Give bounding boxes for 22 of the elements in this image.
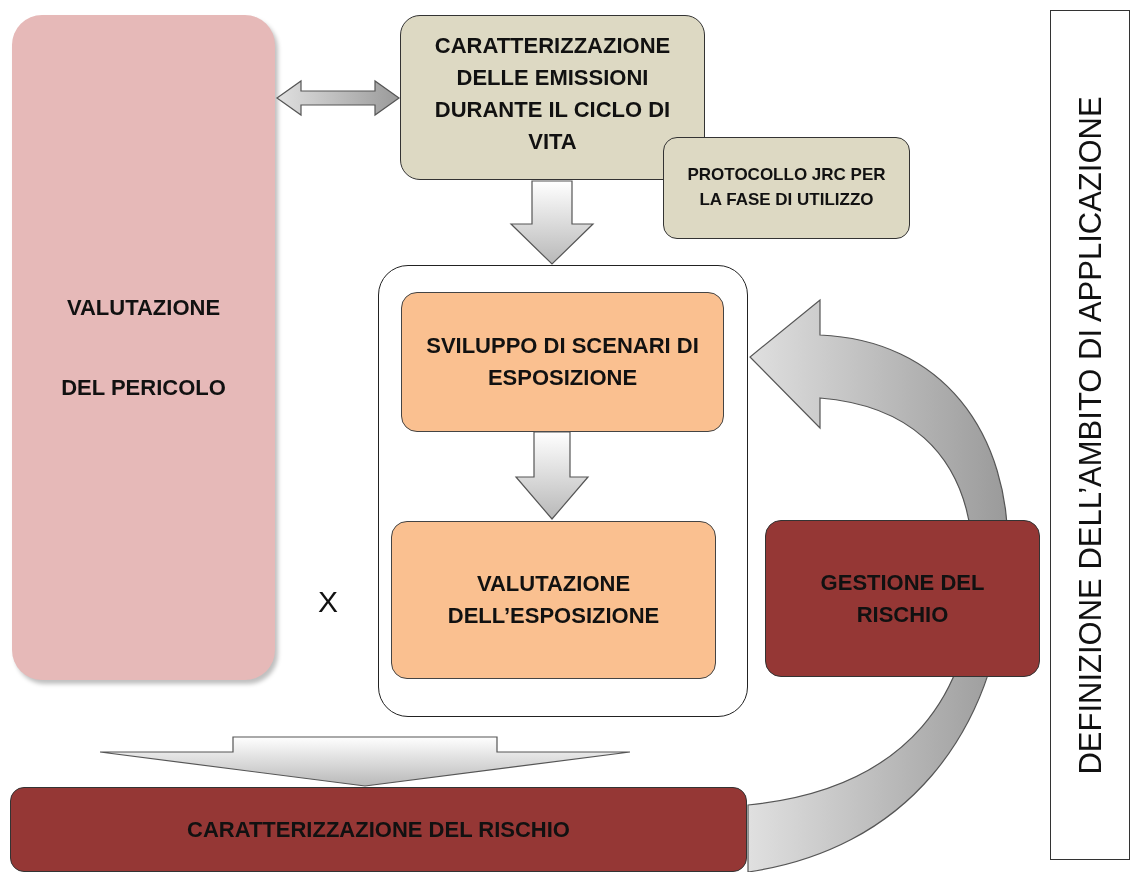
- process-box: [663, 137, 910, 239]
- block-arrow: [99, 736, 631, 787]
- box-label: GESTIONE DEL RISCHIO: [819, 568, 986, 629]
- scope-band: [1050, 10, 1130, 860]
- box-label: SVILUPPO DI SCENARI DI ESPOSIZIONE: [425, 332, 700, 392]
- group-box: [378, 265, 748, 717]
- box-label: DEL PERICOLO: [60, 373, 227, 402]
- box-label: CARATTERIZZAZIONE DEL RISCHIO: [186, 815, 571, 844]
- block-arrow: [509, 180, 595, 265]
- hazard-box: [12, 15, 275, 680]
- vertical-label: DEFINIZIONE DELL’AMBITO DI APPLICAZIONE: [1074, 95, 1106, 775]
- process-box: [765, 520, 1040, 677]
- process-box: [401, 292, 724, 432]
- box-label: VALUTAZIONE: [65, 293, 222, 322]
- process-box: [10, 787, 747, 872]
- block-arrow: [514, 431, 590, 520]
- multiplication-sign: X: [318, 585, 338, 619]
- block-arrow: [275, 79, 401, 117]
- box-label: CARATTERIZZAZIONE DELLE EMISSIONI DURANTE IL CICLO DI VITA: [433, 32, 672, 156]
- box-label: VALUTAZIONE DELL’ESPOSIZIONE: [446, 570, 661, 630]
- box-label: PROTOCOLLO JRC PER LA FASE DI UTILIZZO: [686, 164, 887, 211]
- process-box: [391, 521, 716, 679]
